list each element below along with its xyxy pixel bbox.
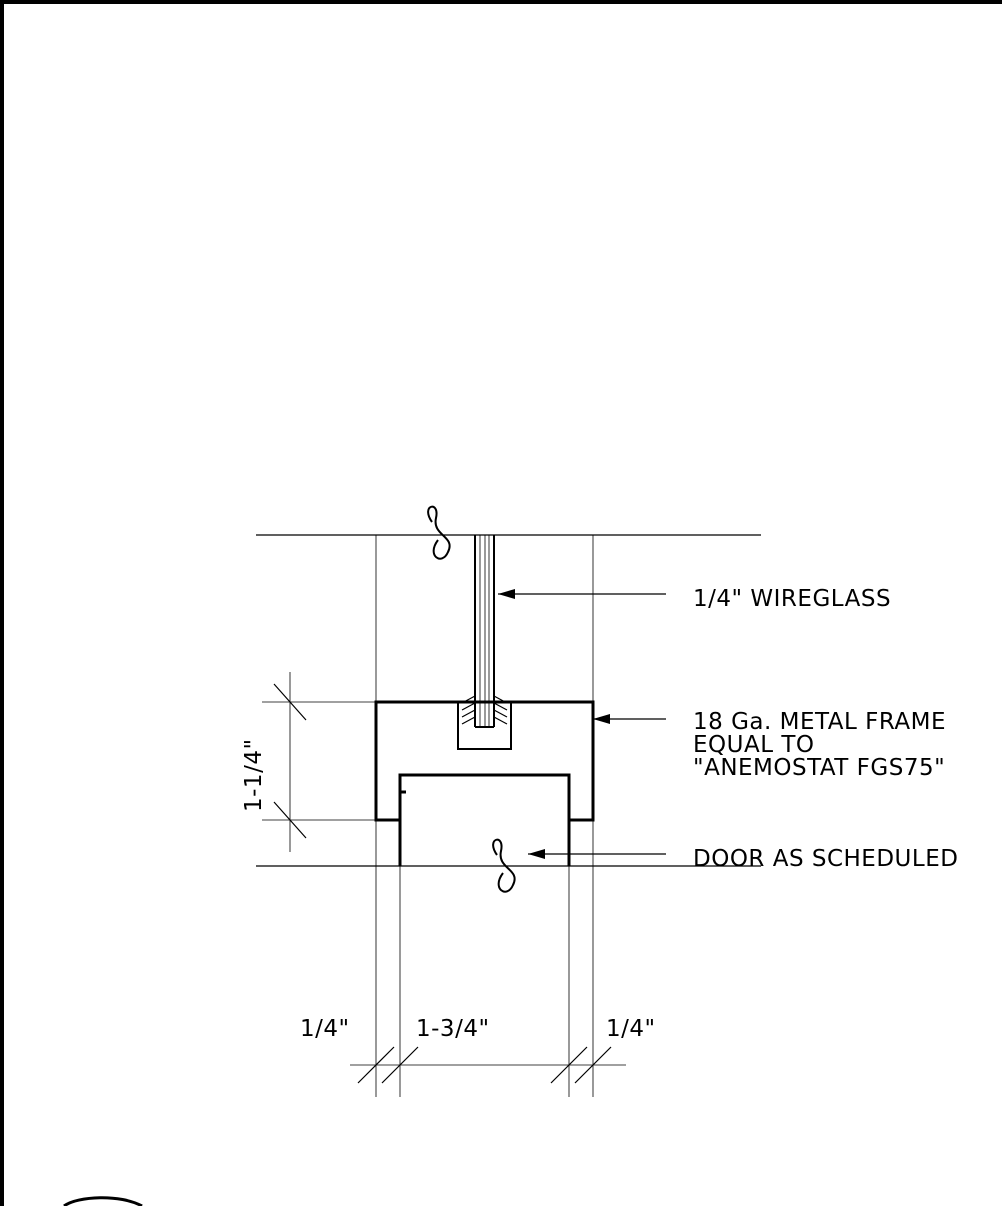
metal-frame	[374, 700, 595, 822]
frame-height-dimension	[262, 672, 376, 852]
dim-frame-height: 1-1/4"	[241, 738, 267, 812]
bottom-dimension	[350, 1046, 626, 1084]
glazing-bead	[461, 695, 508, 725]
label-wireglass: 1/4" WIREGLASS	[693, 586, 891, 612]
leader-arrow-icon	[593, 714, 610, 724]
dimension-tick-icon	[574, 1046, 612, 1084]
dimension-tick-icon	[273, 801, 307, 839]
dim-door-thickness: 1-3/4"	[416, 1016, 490, 1042]
wireglass-leader	[498, 589, 666, 599]
break-symbol-top-icon	[427, 505, 451, 560]
label-frame-line1: 18 Ga. METAL FRAME	[693, 709, 946, 735]
door-leader	[528, 849, 666, 859]
break-symbol-bottom-icon	[492, 838, 516, 893]
frame-leader	[593, 714, 666, 724]
frame-glass-channel	[457, 702, 512, 750]
wireglass-pane	[474, 535, 495, 728]
leader-arrow-icon	[498, 589, 515, 599]
label-frame-line2: EQUAL TO	[693, 732, 814, 758]
label-door: DOOR AS SCHEDULED	[693, 846, 958, 872]
dim-right-offset: 1/4"	[606, 1016, 656, 1042]
dimension-tick-icon	[273, 683, 307, 721]
door-top-edge	[398, 790, 406, 866]
dimension-tick-icon	[381, 1046, 419, 1084]
dim-left-offset: 1/4"	[300, 1016, 350, 1042]
extension-lines	[375, 535, 594, 1097]
dimension-tick-icon	[357, 1046, 395, 1084]
detail-callout-circle	[63, 1196, 143, 1206]
label-frame-line3: "ANEMOSTAT FGS75"	[693, 755, 945, 781]
leader-arrow-icon	[528, 849, 545, 859]
dimension-tick-icon	[550, 1046, 588, 1084]
